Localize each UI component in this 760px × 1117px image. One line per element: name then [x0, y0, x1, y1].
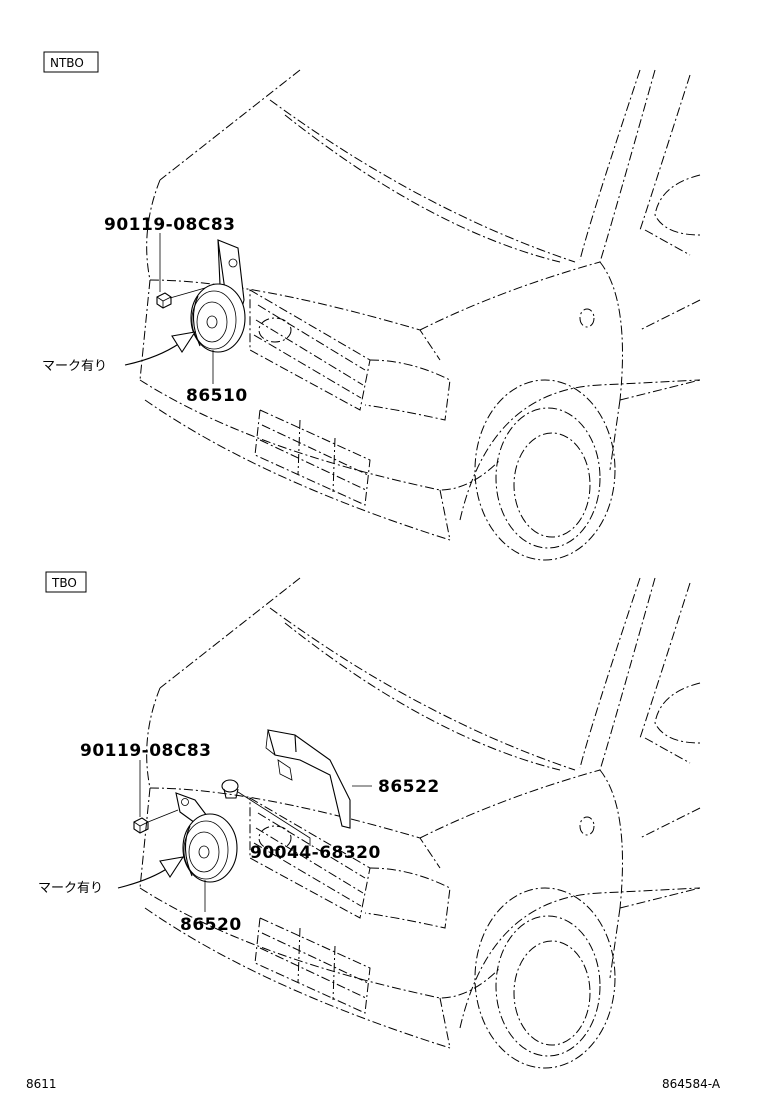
part-number-bolt-top: 90119-08C83 [104, 215, 236, 235]
mark-arrow-bottom [117, 856, 185, 889]
leader-clip [237, 791, 311, 846]
variant-tag-box-bottom [45, 571, 87, 593]
part-number-horn-top: 86510 [186, 386, 248, 406]
bracket-86522 [265, 729, 351, 829]
leader-bolt-horn-top [169, 287, 206, 299]
leader-bolt-horn-bottom [147, 809, 179, 823]
horn-86520 [182, 813, 238, 883]
variant-tag-bottom: TBO [51, 576, 77, 590]
variant-tag-top: NTBO [50, 56, 84, 70]
clip-90044 [221, 779, 239, 799]
section-tbo: TBO 90119-08C83 86522 90044-68320 マーク有り … [38, 571, 701, 1069]
section-ntbo: NTBO 90119-08C83 マーク有り 86510 [42, 51, 701, 561]
part-number-bracket: 86522 [378, 777, 440, 797]
mark-note-top: マーク有り [42, 359, 107, 374]
mark-arrow-top [124, 331, 197, 366]
variant-tag-box-top [43, 51, 99, 73]
footer-right: 864584-A [662, 1077, 721, 1091]
part-number-bolt-bottom: 90119-08C83 [80, 741, 212, 761]
mark-note-bottom: マーク有り [38, 881, 103, 896]
horn-86510 [190, 283, 246, 353]
part-number-horn-bottom: 86520 [180, 915, 242, 935]
footer-left: 8611 [26, 1077, 57, 1091]
part-number-clip: 90044-68320 [250, 843, 381, 863]
bolt-part-top [156, 292, 172, 309]
